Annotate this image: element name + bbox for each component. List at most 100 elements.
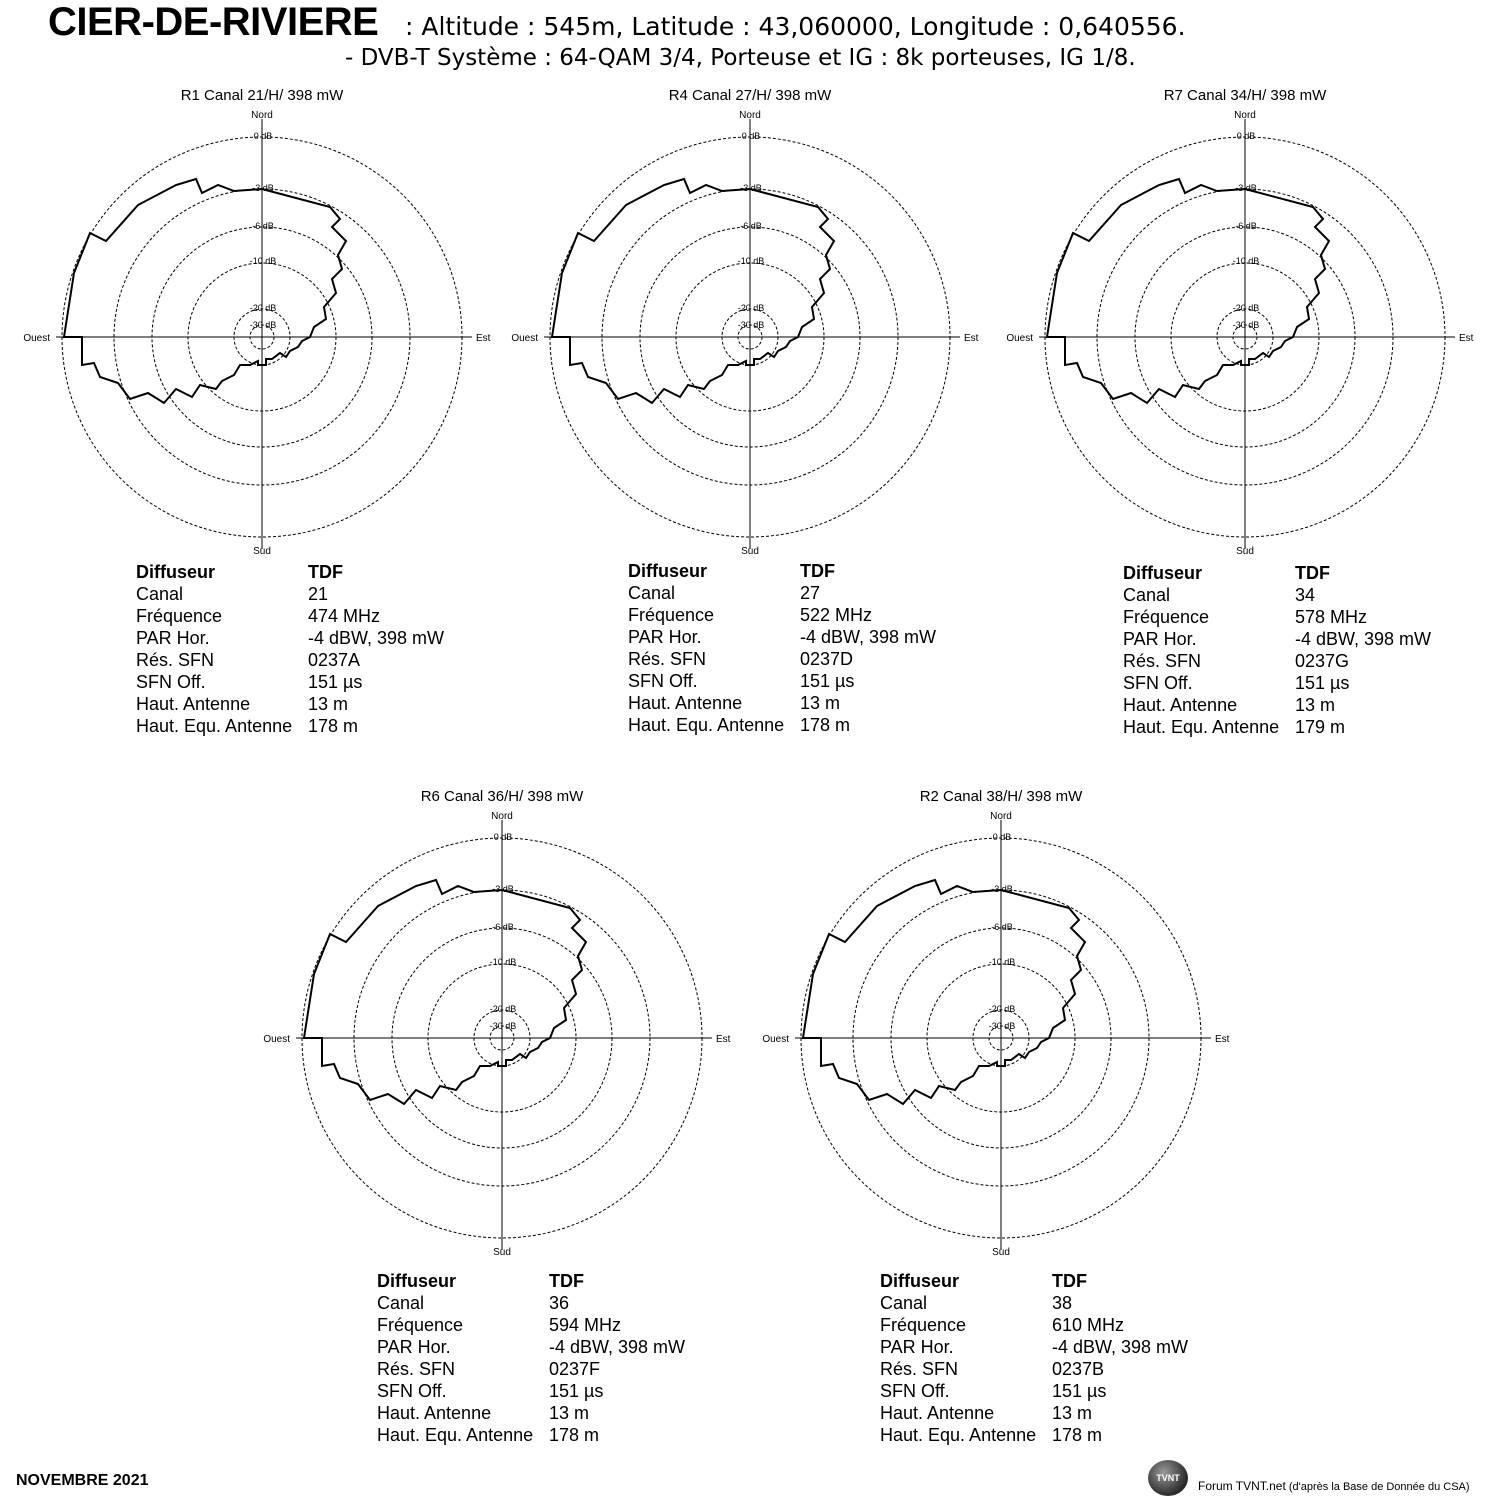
info-key-haut-antenne: Haut. Antenne xyxy=(377,1403,492,1423)
system-parameters: - DVB-T Système : 64-QAM 3/4, Porteuse e… xyxy=(345,45,1136,71)
ring-label: -20 dB xyxy=(490,1004,517,1014)
info-value-sfn-off: 151 µs xyxy=(1295,673,1350,693)
compass-south-label: Sud xyxy=(1236,546,1254,557)
info-key-par: PAR Hor. xyxy=(880,1337,954,1357)
info-value-par: -4 dBW, 398 mW xyxy=(1295,629,1432,649)
info-value-diffuseur: TDF xyxy=(1295,563,1330,583)
info-value-frequence: 610 MHz xyxy=(1052,1315,1125,1335)
info-value-canal: 21 xyxy=(308,584,329,604)
ring-label: -20 dB xyxy=(250,303,277,313)
compass-south-label: Sud xyxy=(493,1247,511,1258)
radiation-pattern-line xyxy=(302,878,588,1106)
ring-label: -3 dB xyxy=(1235,183,1257,193)
info-value-haut-antenne: 13 m xyxy=(800,693,841,713)
compass-west-label: Ouest xyxy=(23,333,50,344)
info-value-frequence: 474 MHz xyxy=(308,606,381,626)
info-key-frequence: Fréquence xyxy=(1123,607,1210,627)
info-key-sfn-off: SFN Off. xyxy=(377,1381,447,1401)
info-key-frequence: Fréquence xyxy=(880,1315,967,1335)
info-value-sfn-off: 151 µs xyxy=(549,1381,604,1401)
compass-north-label: Nord xyxy=(491,811,513,822)
info-key-canal: Canal xyxy=(880,1293,928,1313)
info-key-canal: Canal xyxy=(377,1293,425,1313)
panel-label: R4 Canal 27/H/ 398 mW xyxy=(668,87,832,104)
info-value-sfn-off: 151 µs xyxy=(308,672,363,692)
info-value-sfn: 0237F xyxy=(549,1359,601,1379)
info-key-par: PAR Hor. xyxy=(628,627,702,647)
compass-east-label: Est xyxy=(1459,333,1474,344)
radiation-pattern-diagram: 0 dB-3 dB-6 dB-10 dB-20 dB-30 dBNordSudE… xyxy=(511,110,978,557)
antenna-panel-r1: R1 Canal 21/H/ 398 mW 0 dB-3 dB-6 dB-10 … xyxy=(17,87,507,807)
info-key-sfn-off: SFN Off. xyxy=(1123,673,1193,693)
info-value-par: -4 dBW, 398 mW xyxy=(308,628,445,648)
ring-label: -6 dB xyxy=(740,221,762,231)
info-key-sfn: Rés. SFN xyxy=(1123,651,1202,671)
info-value-haut-equ: 178 m xyxy=(549,1425,600,1445)
info-value-par: -4 dBW, 398 mW xyxy=(1052,1337,1189,1357)
info-value-haut-antenne: 13 m xyxy=(1052,1403,1093,1423)
ring-label: -20 dB xyxy=(989,1004,1016,1014)
publication-date: NOVEMBRE 2021 xyxy=(16,1472,149,1489)
radiation-pattern-diagram: 0 dB-3 dB-6 dB-10 dB-20 dB-30 dBNordSudE… xyxy=(762,811,1230,1258)
info-key-frequence: Fréquence xyxy=(136,606,223,626)
ring-label: -30 dB xyxy=(250,320,277,330)
ring-label: -3 dB xyxy=(740,183,762,193)
info-key-canal: Canal xyxy=(1123,585,1171,605)
info-key-diffuseur: Diffuseur xyxy=(880,1271,960,1291)
ring-label: -10 dB xyxy=(250,256,277,266)
info-value-diffuseur: TDF xyxy=(800,561,835,581)
site-title: CIER-DE-RIVIERE xyxy=(48,0,379,44)
info-key-par: PAR Hor. xyxy=(136,628,210,648)
info-table: Diffuseur TDF Canal 38 Fréquence 610 MHz PA… xyxy=(880,1270,1188,1446)
info-value-diffuseur: TDF xyxy=(1052,1271,1087,1291)
compass-east-label: Est xyxy=(1215,1034,1230,1045)
info-key-haut-equ: Haut. Equ. Antenne xyxy=(1123,717,1280,737)
info-value-haut-equ: 178 m xyxy=(1052,1425,1103,1445)
info-value-haut-equ: 178 m xyxy=(308,716,359,736)
source-note: (d'après la Base de Donnée du CSA) xyxy=(1288,1481,1470,1493)
ring-label: -6 dB xyxy=(1235,221,1257,231)
ring-label: -6 dB xyxy=(492,922,514,932)
ring-label: -10 dB xyxy=(490,957,517,967)
brand-name: Forum TVNT.net xyxy=(1198,1479,1286,1493)
info-key-sfn: Rés. SFN xyxy=(628,649,707,669)
ring-label: -30 dB xyxy=(490,1021,517,1031)
info-value-par: -4 dBW, 398 mW xyxy=(549,1337,686,1357)
radiation-pattern-diagram: 0 dB-3 dB-6 dB-10 dB-20 dB-30 dBNordSudE… xyxy=(1006,110,1474,557)
info-key-haut-equ: Haut. Equ. Antenne xyxy=(880,1425,1037,1445)
info-key-canal: Canal xyxy=(136,584,184,604)
antenna-panel-r7: R7 Canal 34/H/ 398 mW 0 dB-3 dB-6 dB-10 … xyxy=(1000,87,1490,807)
panel-label: R2 Canal 38/H/ 398 mW xyxy=(919,788,1083,805)
info-key-haut-antenne: Haut. Antenne xyxy=(880,1403,995,1423)
ring-label: 0 dB xyxy=(494,832,513,842)
info-value-sfn: 0237A xyxy=(308,650,361,670)
ring-label: 0 dB xyxy=(742,131,761,141)
info-value-sfn: 0237D xyxy=(800,649,854,669)
ring-label: -3 dB xyxy=(991,884,1013,894)
info-key-frequence: Fréquence xyxy=(628,605,715,625)
compass-west-label: Ouest xyxy=(511,333,538,344)
info-key-haut-antenne: Haut. Antenne xyxy=(136,694,251,714)
radiation-pattern-line xyxy=(62,177,348,405)
panel-label: R6 Canal 36/H/ 398 mW xyxy=(420,788,584,805)
radiation-pattern-line xyxy=(1045,177,1331,405)
compass-west-label: Ouest xyxy=(762,1034,789,1045)
ring-label: 0 dB xyxy=(254,131,273,141)
compass-north-label: Nord xyxy=(990,811,1012,822)
tvnt-logo: TVNT xyxy=(1148,1460,1188,1496)
info-key-haut-equ: Haut. Equ. Antenne xyxy=(377,1425,534,1445)
info-value-canal: 38 xyxy=(1052,1293,1073,1313)
compass-west-label: Ouest xyxy=(263,1034,290,1045)
info-value-haut-equ: 179 m xyxy=(1295,717,1346,737)
ring-label: -30 dB xyxy=(989,1021,1016,1031)
info-value-sfn-off: 151 µs xyxy=(800,671,855,691)
ring-label: -3 dB xyxy=(492,884,514,894)
info-key-sfn-off: SFN Off. xyxy=(880,1381,950,1401)
ring-label: -20 dB xyxy=(1233,303,1260,313)
info-key-diffuseur: Diffuseur xyxy=(136,562,216,582)
antenna-panel-r4: R4 Canal 27/H/ 398 mW 0 dB-3 dB-6 dB-10 … xyxy=(505,87,995,807)
